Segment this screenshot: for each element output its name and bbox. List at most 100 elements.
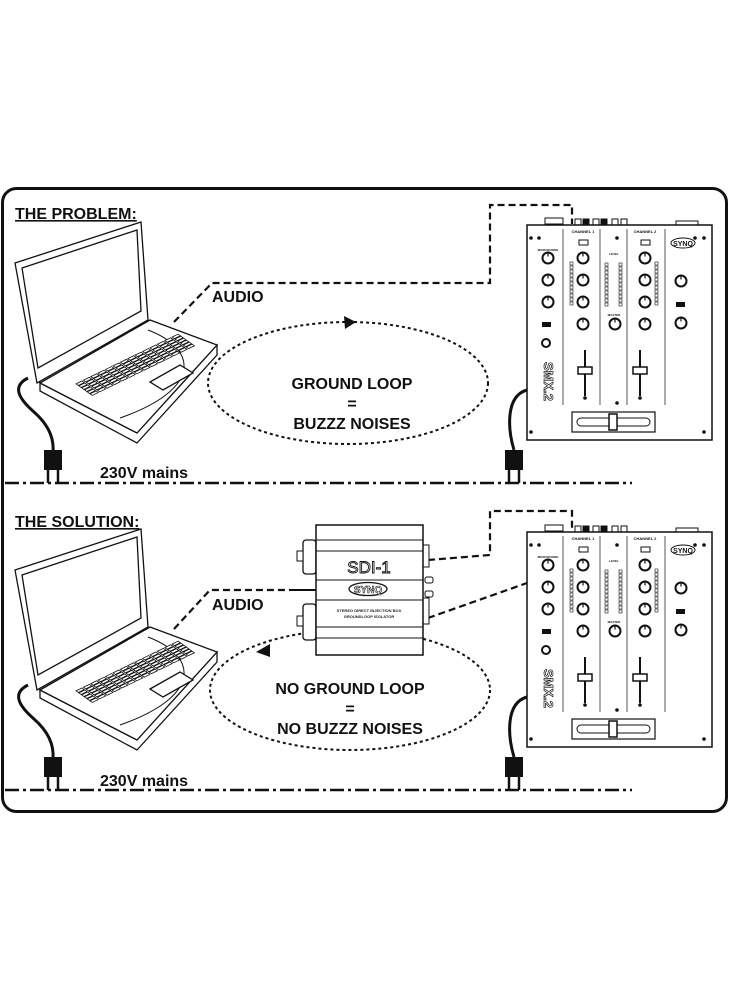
rotary-knob [576, 558, 590, 572]
rotary-knob [638, 251, 652, 265]
keyboard-key [160, 650, 168, 654]
keyboard-key [111, 678, 119, 682]
rear-connector [600, 218, 608, 226]
rotary-knob [576, 295, 590, 309]
keyboard-key [139, 364, 147, 368]
rear-connector [611, 525, 619, 533]
screw [702, 543, 706, 547]
rotary-knob [541, 251, 555, 265]
keyboard-key [136, 362, 144, 366]
synq-logo-text: SYNQ [673, 548, 693, 555]
vu-meter-led [569, 301, 574, 306]
level-label: LEVEL [609, 252, 619, 256]
rear-connector [582, 525, 590, 533]
power-cord [17, 683, 55, 760]
keyboard-key [121, 676, 129, 680]
vu-meter-led [604, 601, 609, 606]
keyboard-key [95, 692, 103, 696]
solution-heading: THE SOLUTION: [15, 514, 139, 531]
vu-meter-led [618, 601, 623, 606]
power-cord [17, 376, 55, 453]
microphone-label: MICROPHONE [538, 248, 559, 252]
screw [615, 401, 619, 405]
vu-meter-led [654, 568, 659, 573]
keyboard-key [158, 658, 166, 662]
keyboard-key [175, 643, 183, 647]
channel-2-label: CHANNEL 2 [634, 536, 658, 541]
keyboard-key [172, 334, 180, 338]
channel-fader-cap [632, 673, 648, 682]
keyboard-key [113, 670, 121, 674]
crossfader-cap [608, 720, 618, 738]
vu-meter-led [604, 597, 609, 602]
vu-meter-led [654, 580, 659, 585]
keyboard-key [142, 673, 150, 677]
keyboard-key [179, 655, 187, 659]
vu-meter-led [618, 262, 623, 267]
screw [638, 703, 642, 707]
rear-connector [620, 218, 628, 226]
input-switch [578, 239, 589, 246]
master-label: MASTER [608, 620, 622, 624]
laptop-screen [21, 536, 142, 677]
keyboard-key [133, 667, 141, 671]
keyboard-key [121, 369, 129, 373]
keyboard-key [76, 688, 84, 692]
power-cord [508, 695, 528, 758]
rear-connector [544, 217, 564, 225]
vu-meter-led [569, 265, 574, 270]
vu-meter-led [604, 294, 609, 299]
vu-meter-led [569, 580, 574, 585]
keyboard-key [151, 355, 159, 359]
rear-connector [592, 525, 600, 533]
keyboard-key [113, 363, 121, 367]
keyboard-key [108, 369, 116, 373]
vu-meter-led [569, 269, 574, 274]
rotary-knob [638, 624, 652, 638]
ground-loop-ellipse [207, 321, 489, 445]
input-switch [640, 546, 651, 553]
vu-meter-led [604, 573, 609, 578]
keyboard-key [176, 346, 184, 350]
sdi-1-isolator-box: SDI-1 SYNQ STEREO DIRECT INJECTION BOX G… [296, 524, 434, 656]
keyboard-key [183, 342, 191, 346]
smx-2-logo: SMX.2 [541, 362, 556, 401]
mixer-body [526, 531, 713, 748]
keyboard-key [144, 665, 152, 669]
screw [529, 430, 533, 434]
keyboard-key [146, 360, 154, 364]
problem-heading: THE PROBLEM: [15, 206, 137, 223]
mixer-body [526, 224, 713, 441]
channel-fader-cap [632, 366, 648, 375]
keyboard-key [134, 369, 142, 373]
input-switch [578, 546, 589, 553]
keyboard-key [149, 669, 157, 673]
no-loop-text-line-3: NO BUZZZ NOISES [277, 721, 423, 738]
screw [529, 236, 533, 240]
keyboard-key [82, 692, 90, 696]
rotary-knob [576, 624, 590, 638]
audio-cable-out-right [427, 581, 528, 620]
input-switch [640, 239, 651, 246]
keyboard-key [102, 382, 110, 386]
keyboard-key [181, 647, 189, 651]
keyboard-key [168, 340, 176, 344]
keyboard-key [168, 647, 176, 651]
keyboard-key [181, 340, 189, 344]
rotary-knob [638, 295, 652, 309]
vu-meter-led [569, 289, 574, 294]
mic-switch [542, 629, 551, 634]
channel-1-label: CHANNEL 1 [572, 536, 596, 541]
power-plug-icon [505, 757, 523, 777]
synq-logo [670, 237, 696, 249]
vu-meter-led [604, 262, 609, 267]
keyboard-key [171, 351, 179, 355]
keyboard-key [76, 381, 84, 385]
rotary-knob [608, 317, 622, 331]
channel-fader-cap [577, 673, 593, 682]
keyboard-key [172, 641, 180, 645]
keyboard-key [148, 660, 156, 664]
vu-meter-led [654, 281, 659, 286]
power-plug-icon [505, 450, 523, 470]
keyboard-key [120, 377, 128, 381]
